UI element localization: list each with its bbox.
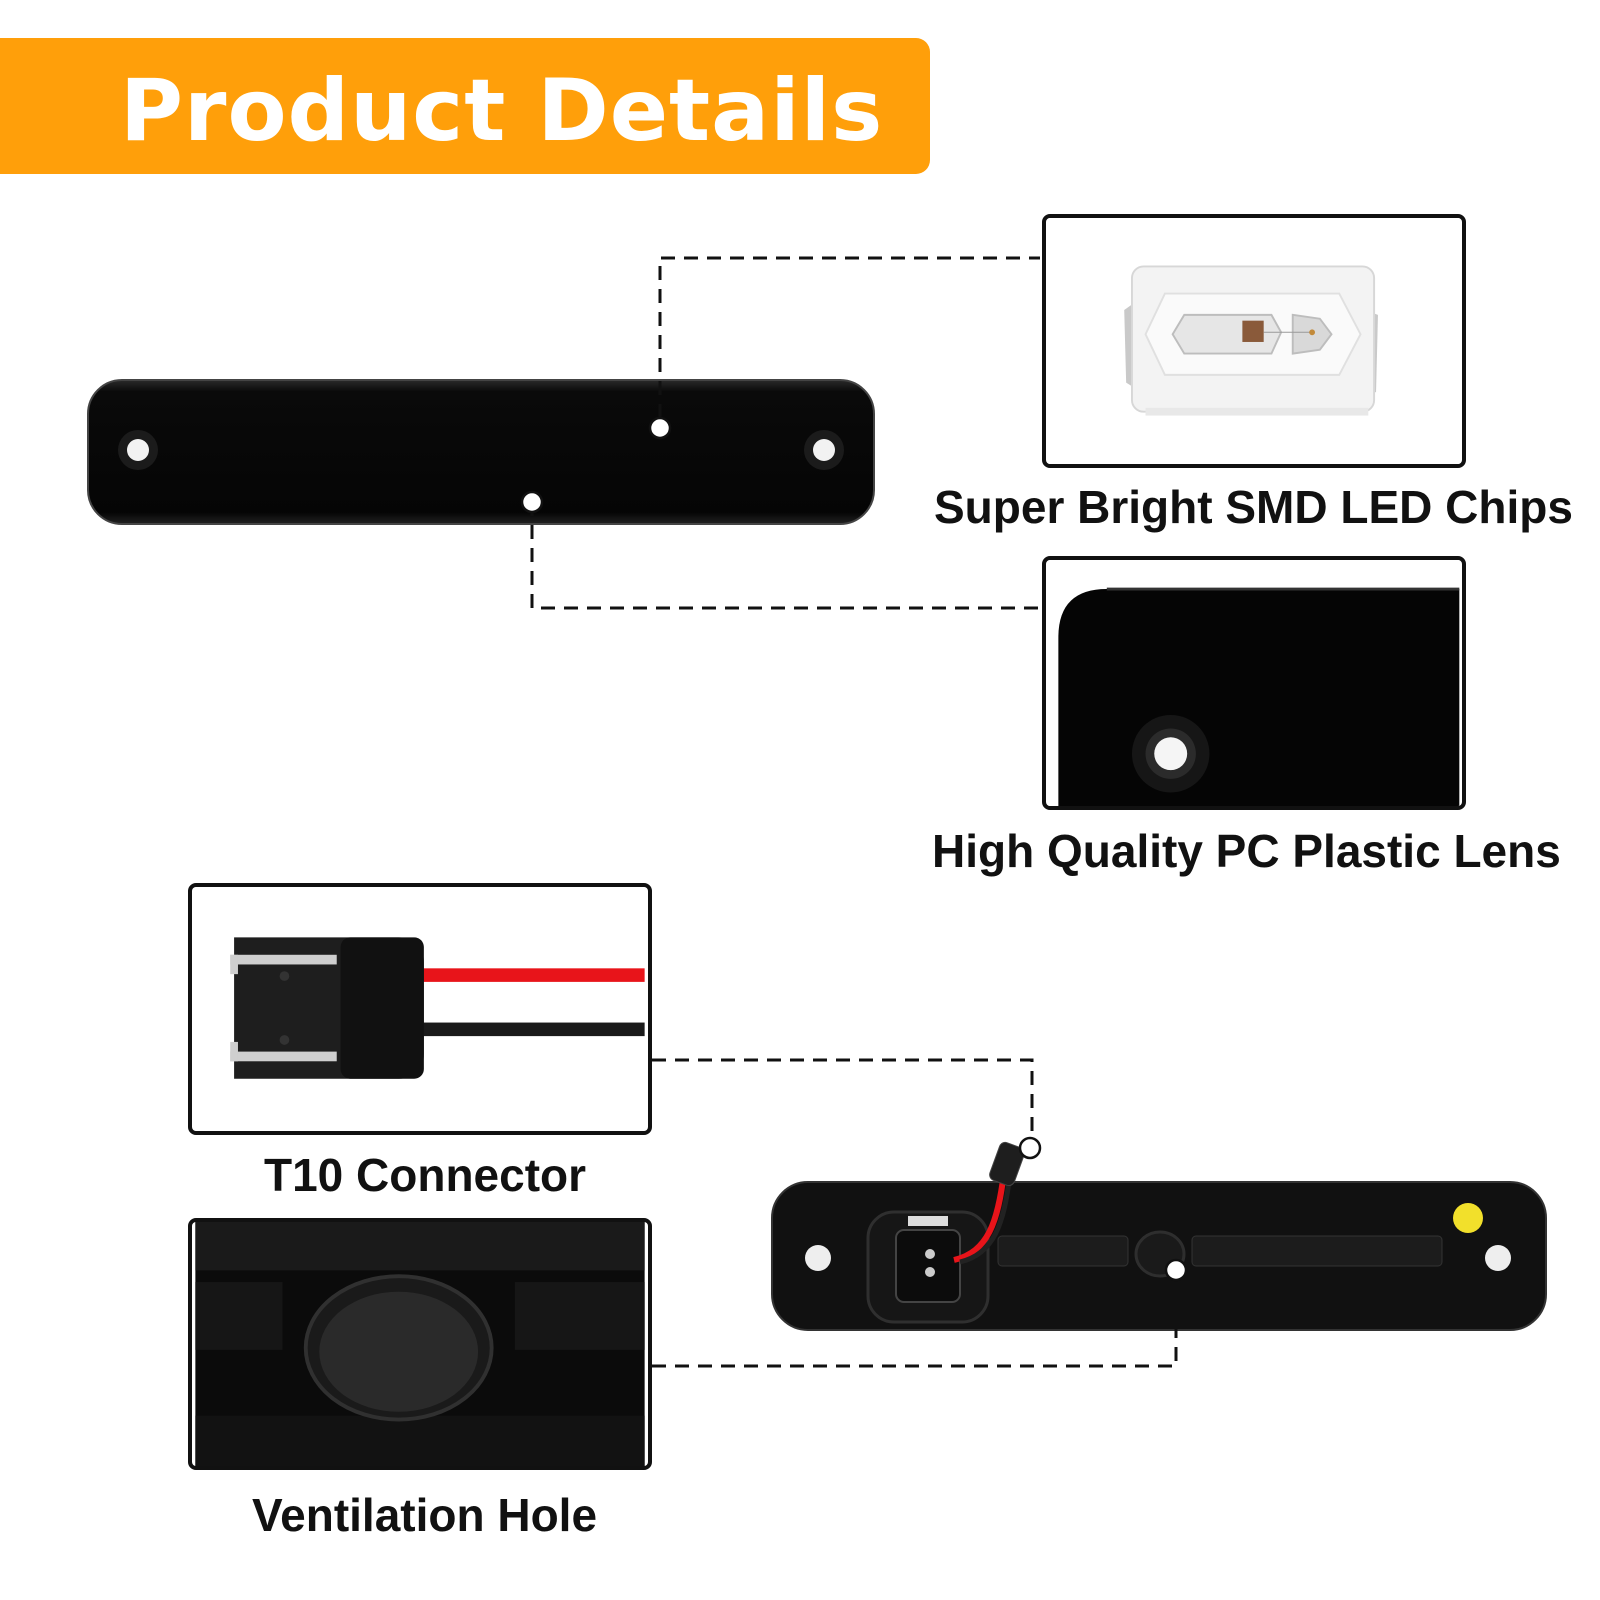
- connector-caption: T10 Connector: [264, 1149, 587, 1201]
- lens-detail-box: [1042, 556, 1466, 810]
- lens-closeup-image: [1048, 560, 1460, 806]
- vent-detail-box: [188, 1218, 652, 1470]
- light-back-view: [768, 1132, 1550, 1340]
- smd-led-chip-image: [1048, 218, 1460, 464]
- t10-connector-image: [195, 887, 645, 1131]
- lens-caption: High Quality PC Plastic Lens: [932, 825, 1561, 877]
- light-front-view: [86, 378, 876, 526]
- connector-detail-box: [188, 883, 652, 1135]
- ventilation-hole-image: [195, 1222, 645, 1466]
- page-title: Product Details: [120, 61, 884, 161]
- header-banner: Product Details: [0, 38, 930, 174]
- led-chip-detail-box: [1042, 214, 1466, 468]
- vent-caption: Ventilation Hole: [252, 1489, 598, 1541]
- yellow-marker-dot: [1453, 1203, 1483, 1233]
- led-chip-caption: Super Bright SMD LED Chips: [934, 481, 1573, 533]
